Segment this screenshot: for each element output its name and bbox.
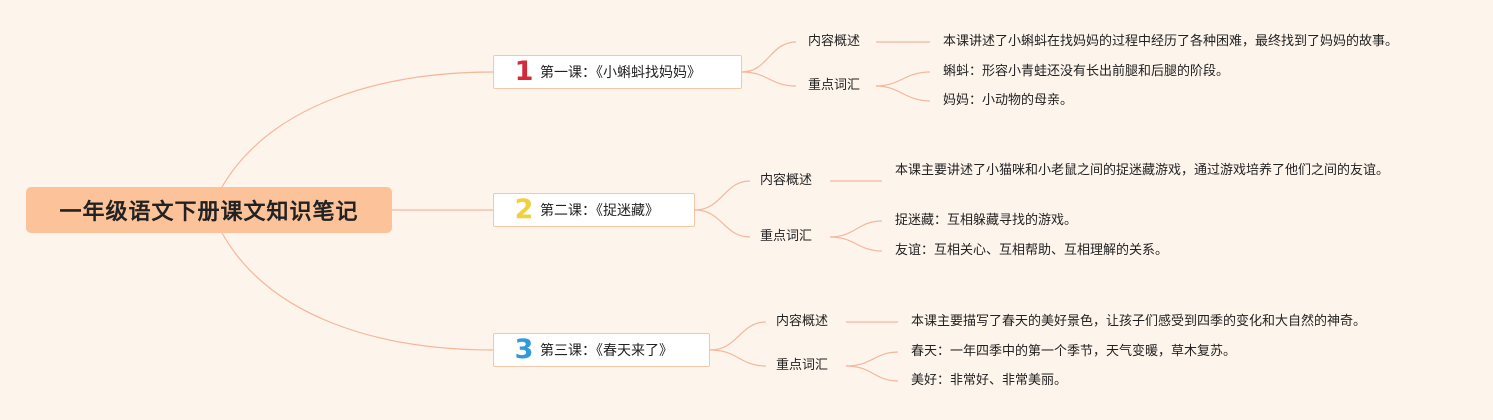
link-l3-vocab-leaf-1 bbox=[845, 351, 899, 367]
number-2-icon: 2 bbox=[514, 194, 534, 225]
lesson-3-vocab-1[interactable]: 春天：一年四季中的第一个季节，天气变暖，草木复苏。 bbox=[911, 344, 1237, 359]
lesson-1-node[interactable]: 1 第一课：《小蝌蚪找妈妈》 bbox=[493, 55, 742, 89]
lesson-1-vocab-2[interactable]: 妈妈：小动物的母亲。 bbox=[943, 93, 1074, 108]
lesson-3-vocab-label[interactable]: 重点词汇 bbox=[776, 358, 829, 373]
lesson-3-summary-text[interactable]: 本课主要描写了春天的美好景色，让孩子们感受到四季的变化和大自然的神奇。 bbox=[911, 314, 1367, 329]
link-l3-summary bbox=[709, 321, 767, 351]
lesson-2-vocab-2[interactable]: 友谊：互相关心、互相帮助、互相理解的关系。 bbox=[895, 243, 1169, 258]
link-l1-vocab-leaf-2 bbox=[875, 85, 931, 102]
lesson-3-vocab-2[interactable]: 美好：非常好、非常美丽。 bbox=[911, 373, 1068, 388]
link-l1-summary bbox=[741, 41, 797, 73]
root-topic[interactable]: 一年级语文下册课文知识笔记 bbox=[26, 187, 392, 233]
link-root-lesson-3 bbox=[221, 232, 494, 351]
lesson-2-title: 第二课：《捉迷藏》 bbox=[540, 203, 659, 219]
lesson-1-title: 第一课：《小蝌蚪找妈妈》 bbox=[540, 65, 701, 81]
link-l2-vocab-leaf-1 bbox=[829, 220, 883, 238]
lesson-1-vocab-label[interactable]: 重点词汇 bbox=[808, 78, 861, 93]
link-l2-summary bbox=[694, 180, 751, 211]
lesson-1-summary-label[interactable]: 内容概述 bbox=[808, 34, 861, 49]
lesson-3-title: 第三课：《春天来了》 bbox=[540, 343, 673, 359]
lesson-2-vocab-label[interactable]: 重点词汇 bbox=[760, 229, 813, 244]
link-l1-vocab-leaf-1 bbox=[875, 71, 931, 87]
lesson-2-vocab-1[interactable]: 捉迷藏：互相躲藏寻找的游戏。 bbox=[895, 213, 1078, 228]
link-l2-vocab-leaf-2 bbox=[829, 236, 883, 252]
lesson-2-summary-label[interactable]: 内容概述 bbox=[760, 173, 813, 188]
link-l3-vocab-leaf-2 bbox=[845, 365, 899, 382]
lesson-2-summary-text[interactable]: 本课主要讲述了小猫咪和小老鼠之间的捉迷藏游戏，通过游戏培养了他们之间的友谊。 bbox=[895, 163, 1390, 178]
lesson-3-summary-label[interactable]: 内容概述 bbox=[776, 314, 829, 329]
link-l3-vocab bbox=[709, 349, 767, 367]
link-root-lesson-1 bbox=[221, 71, 494, 188]
lesson-1-summary-text[interactable]: 本课讲述了小蝌蚪在找妈妈的过程中经历了各种困难，最终找到了妈妈的故事。 bbox=[943, 34, 1399, 49]
lesson-1-vocab-1[interactable]: 蝌蚪：形容小青蛙还没有长出前腿和后腿的阶段。 bbox=[943, 64, 1230, 79]
link-l2-vocab bbox=[694, 209, 751, 238]
number-1-icon: 1 bbox=[514, 56, 534, 87]
link-l1-vocab bbox=[741, 71, 797, 87]
lesson-2-node[interactable]: 2 第二课：《捉迷藏》 bbox=[493, 193, 695, 227]
lesson-3-node[interactable]: 3 第三课：《春天来了》 bbox=[493, 333, 710, 367]
number-3-icon: 3 bbox=[514, 334, 534, 365]
